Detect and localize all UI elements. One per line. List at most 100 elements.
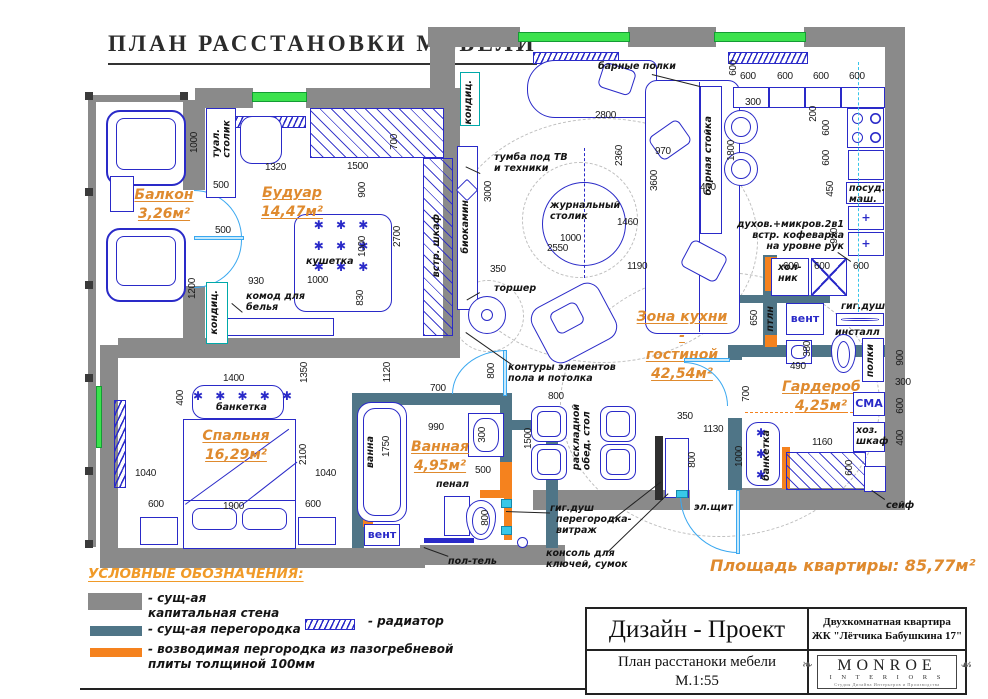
- dim: 600: [849, 71, 865, 82]
- labv: кондиц.: [209, 290, 220, 335]
- dimv: 600: [821, 150, 832, 166]
- legend-partition-label: - сущ-ая перегородка: [148, 622, 301, 636]
- shelves: [862, 338, 884, 382]
- dining-chair: [600, 444, 636, 480]
- dim: 600: [148, 499, 164, 510]
- labv: ванна: [365, 436, 376, 468]
- dim: 1040: [135, 468, 157, 479]
- labv: раскладной обед. стол: [571, 404, 593, 471]
- wall: [430, 45, 455, 90]
- dim: 500: [213, 180, 229, 191]
- dishwasher: [846, 182, 884, 204]
- legend-partition-swatch: [90, 626, 142, 636]
- circle: [481, 309, 493, 321]
- wall: [88, 95, 188, 102]
- dim: 1130: [703, 424, 724, 435]
- dimv: 2360: [614, 145, 625, 167]
- nightstand: [298, 517, 336, 545]
- sofa-chaise: [527, 60, 657, 118]
- dimv: 800: [687, 452, 698, 468]
- window-facade: [96, 386, 102, 448]
- lab: кушетка: [306, 256, 354, 267]
- dimv: 1800: [726, 140, 737, 162]
- radiator: [728, 52, 808, 64]
- box: [769, 87, 805, 108]
- dim: 2800: [595, 110, 617, 121]
- balcony-table: [110, 176, 134, 212]
- dimv: 400: [175, 390, 186, 406]
- lab: пенал: [436, 479, 469, 490]
- pillow: [242, 508, 287, 530]
- dim: 1460: [617, 217, 639, 228]
- dim: 1190: [627, 261, 648, 272]
- post: [180, 92, 188, 100]
- dimv: 1200: [187, 278, 198, 300]
- balcony-armchair: [106, 228, 186, 302]
- electric-panel: [676, 490, 688, 498]
- dim: 1040: [315, 468, 337, 479]
- wc-sink: [786, 340, 812, 364]
- wall: [88, 95, 96, 547]
- lab: пол-тель: [448, 556, 497, 567]
- lab: банкетка: [216, 402, 267, 413]
- lab: сейф: [886, 500, 915, 511]
- dim: 490: [790, 361, 806, 372]
- dim: 500: [475, 465, 491, 476]
- wall: [740, 488, 905, 510]
- dim: 300: [895, 377, 911, 388]
- dining-chair: [600, 406, 636, 442]
- wardrobe-hatch: [310, 108, 444, 158]
- dimv: 1000: [734, 446, 745, 468]
- dimv: 830: [355, 290, 366, 306]
- part: [728, 345, 742, 360]
- wall: [533, 490, 690, 510]
- dimv: 2100: [298, 444, 309, 466]
- lab: хоз. шкаф: [856, 425, 889, 448]
- title-block-client-cell: Двухкомнатная квартира ЖК "Лётчика Бабуш…: [808, 608, 966, 650]
- radiator: [114, 400, 126, 488]
- title-block-plan-cell: План расстаноки мебели М.1:55: [586, 650, 808, 694]
- dim: 930: [248, 276, 264, 287]
- dimv: 2700: [392, 226, 403, 248]
- brand-logo: ❧ MONROE I N T E R I O R S Студия Дизайн…: [802, 654, 972, 690]
- dim: 990: [428, 422, 444, 433]
- labv: банкетка: [761, 430, 772, 481]
- window-top-2: [714, 32, 806, 42]
- dim: 1160: [812, 437, 833, 448]
- box: [733, 87, 769, 108]
- dim: 600: [777, 71, 793, 82]
- kitchen-sink: +: [848, 232, 884, 256]
- dimv: 1350: [299, 362, 310, 384]
- dashv: [584, 148, 585, 278]
- legend-new-partition-label: - возводимая пергородка из пазогребневой…: [148, 642, 454, 671]
- part: [740, 295, 830, 303]
- post: [85, 374, 93, 382]
- lab: гиг.душ: [841, 301, 886, 312]
- banquette: ✱ ✱ ✱ ✱ ✱: [192, 385, 292, 419]
- dim: 400: [700, 182, 716, 193]
- dining-chair: [531, 444, 567, 480]
- dimv: 450: [825, 181, 836, 197]
- room-label-boudoir: Будуар 14,47м²: [261, 185, 323, 220]
- window-boudoir: [252, 92, 307, 102]
- labv: туал. столик: [211, 120, 233, 158]
- key-console: [665, 438, 689, 498]
- wall: [885, 27, 905, 510]
- dim: 1000: [307, 275, 329, 286]
- fridge: [771, 258, 809, 296]
- dim: 600: [305, 499, 321, 510]
- dim: 600: [783, 261, 799, 272]
- dim: 500: [215, 225, 231, 236]
- sheet-frame-line: [80, 688, 586, 690]
- dimv: 200: [808, 106, 819, 122]
- bathtub: [357, 402, 407, 522]
- dimv: 700: [389, 134, 400, 150]
- wall: [100, 548, 425, 568]
- total-area-label: Площадь квартиры: 85,77м²: [710, 556, 976, 575]
- dim: 600: [740, 71, 756, 82]
- nightstand: [140, 517, 178, 545]
- washing-machine: СМА: [853, 392, 885, 416]
- odash: [745, 412, 883, 413]
- dim: 1400: [223, 373, 245, 384]
- dim: 1000: [560, 233, 582, 244]
